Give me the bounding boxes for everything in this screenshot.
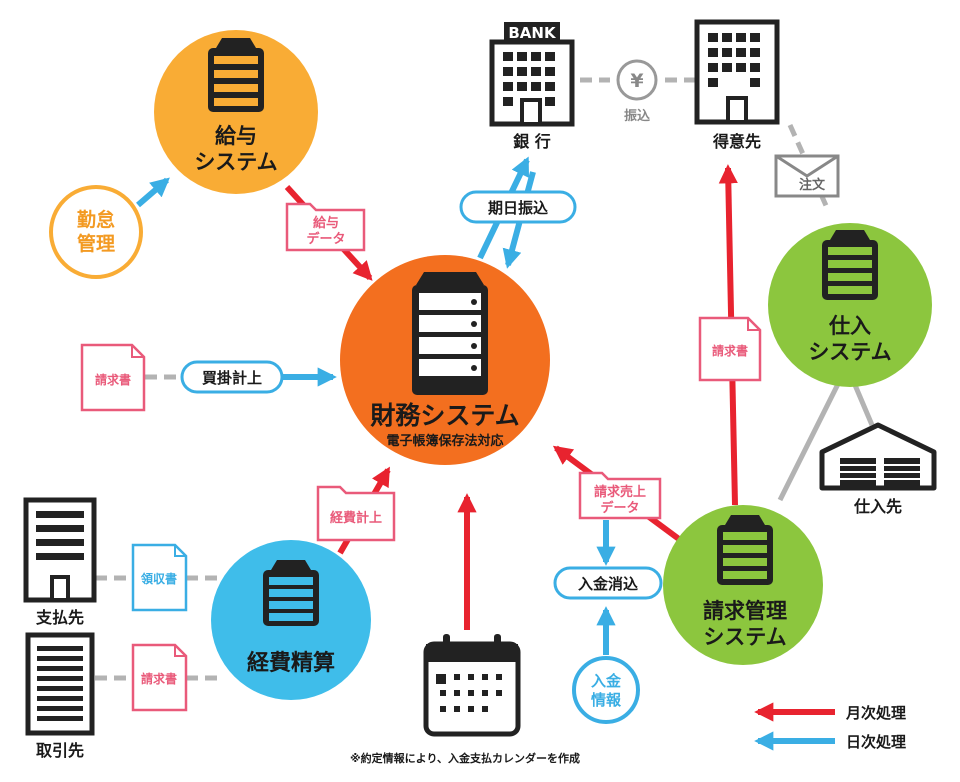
deposit-info-label-2: 情報 xyxy=(591,691,622,709)
deposit-reconcile-pill: 入金消込 xyxy=(553,566,663,600)
server-icon xyxy=(412,272,488,395)
billing-sales-data-folder: 請求売上 データ xyxy=(578,471,662,520)
payee-entity[interactable]: 支払先 xyxy=(23,497,97,627)
legend-monthly-label: 月次処理 xyxy=(845,704,906,722)
purchase-label-2: システム xyxy=(808,340,891,364)
scheduled-transfer-pill: 期日振込 xyxy=(459,190,577,224)
server-icon xyxy=(822,230,878,300)
customer-label: 得意先 xyxy=(712,132,761,151)
payroll-data-folder: 給与 データ xyxy=(285,202,366,252)
finance-subtitle: 電子帳簿保存法対応 xyxy=(386,433,503,449)
supplier-label: 仕入先 xyxy=(853,497,902,516)
invoice-client-label: 請求書 xyxy=(141,671,177,686)
expense-posting-label: 経費計上 xyxy=(330,510,382,526)
payroll-data-label-1: 給与 xyxy=(313,215,339,231)
invoice-purchase-doc: 請求書 xyxy=(80,343,146,412)
customer-entity[interactable]: 得意先 xyxy=(694,19,780,151)
billing-system[interactable]: 請求管理 システム xyxy=(663,505,823,665)
bank-label: 銀 行 xyxy=(513,132,551,151)
arrow-attendance-to-payroll xyxy=(136,177,170,208)
invoice-customer-label: 請求書 xyxy=(712,343,748,358)
scheduled-transfer-label: 期日振込 xyxy=(488,199,548,217)
order-label: 注文 xyxy=(799,177,826,193)
expense-posting-folder: 経費計上 xyxy=(316,485,396,542)
client-entity[interactable]: 取引先 xyxy=(25,632,95,760)
bank-sign: BANK xyxy=(508,24,557,42)
deposit-info-node[interactable]: 入金 情報 xyxy=(572,656,640,724)
receipt-doc: 領収書 xyxy=(131,543,188,612)
server-icon xyxy=(263,560,319,626)
deposit-info-label-1: 入金 xyxy=(591,672,622,690)
attendance-label-1: 勤怠 xyxy=(77,208,115,231)
bank-entity[interactable]: BANK 銀 行 xyxy=(489,22,575,151)
invoice-client-doc: 請求書 xyxy=(131,643,188,712)
attendance-label-2: 管理 xyxy=(77,232,115,255)
payroll-label-1: 給与 xyxy=(215,124,257,148)
attendance-node[interactable]: 勤怠 管理 xyxy=(49,185,143,279)
customer-building-icon xyxy=(694,19,780,125)
server-icon xyxy=(208,38,264,112)
payee-label: 支払先 xyxy=(35,608,84,627)
invoice-customer-doc: 請求書 xyxy=(698,316,762,382)
purchase-system[interactable]: 仕入 システム xyxy=(768,223,932,387)
ap-posting-pill: 買掛計上 xyxy=(180,360,284,394)
yen-icon: ¥ xyxy=(630,70,643,92)
order-envelope: 注文 xyxy=(774,154,840,198)
billing-sales-data-label-2: データ xyxy=(600,500,639,516)
finance-title: 財務システム xyxy=(370,401,519,430)
legend: 月次処理 日次処理 xyxy=(845,704,906,751)
purchase-label-1: 仕入 xyxy=(828,314,871,338)
bank-building-icon: BANK xyxy=(489,22,575,127)
transfer-node: ¥ 振込 xyxy=(616,59,658,124)
payee-building-icon xyxy=(23,497,97,603)
billing-label-1: 請求管理 xyxy=(703,599,787,623)
client-building-icon xyxy=(25,632,95,736)
expense-system[interactable]: 経費精算 xyxy=(211,540,371,700)
expense-title: 経費精算 xyxy=(247,650,335,676)
billing-sales-data-label-1: 請求売上 xyxy=(594,484,646,500)
legend-daily-label: 日次処理 xyxy=(846,733,906,751)
billing-label-2: システム xyxy=(703,625,786,649)
footnote: ※約定情報により、入金支払カレンダーを作成 xyxy=(350,751,580,765)
ap-posting-label: 買掛計上 xyxy=(202,369,262,387)
transfer-label: 振込 xyxy=(624,108,651,124)
invoice-purchase-label: 請求書 xyxy=(95,372,131,387)
calendar-icon xyxy=(423,634,521,737)
payroll-label-2: システム xyxy=(194,150,277,174)
deposit-reconcile-label: 入金消込 xyxy=(578,575,638,593)
receipt-label: 領収書 xyxy=(140,571,177,586)
payroll-data-label-2: データ xyxy=(306,231,345,247)
warehouse-icon xyxy=(819,422,937,491)
server-icon xyxy=(717,515,773,585)
supplier-entity[interactable]: 仕入先 xyxy=(819,422,937,516)
client-label: 取引先 xyxy=(36,741,84,760)
finance-system[interactable]: 財務システム 電子帳簿保存法対応 xyxy=(340,255,550,465)
payroll-system[interactable]: 給与 システム xyxy=(154,30,318,194)
